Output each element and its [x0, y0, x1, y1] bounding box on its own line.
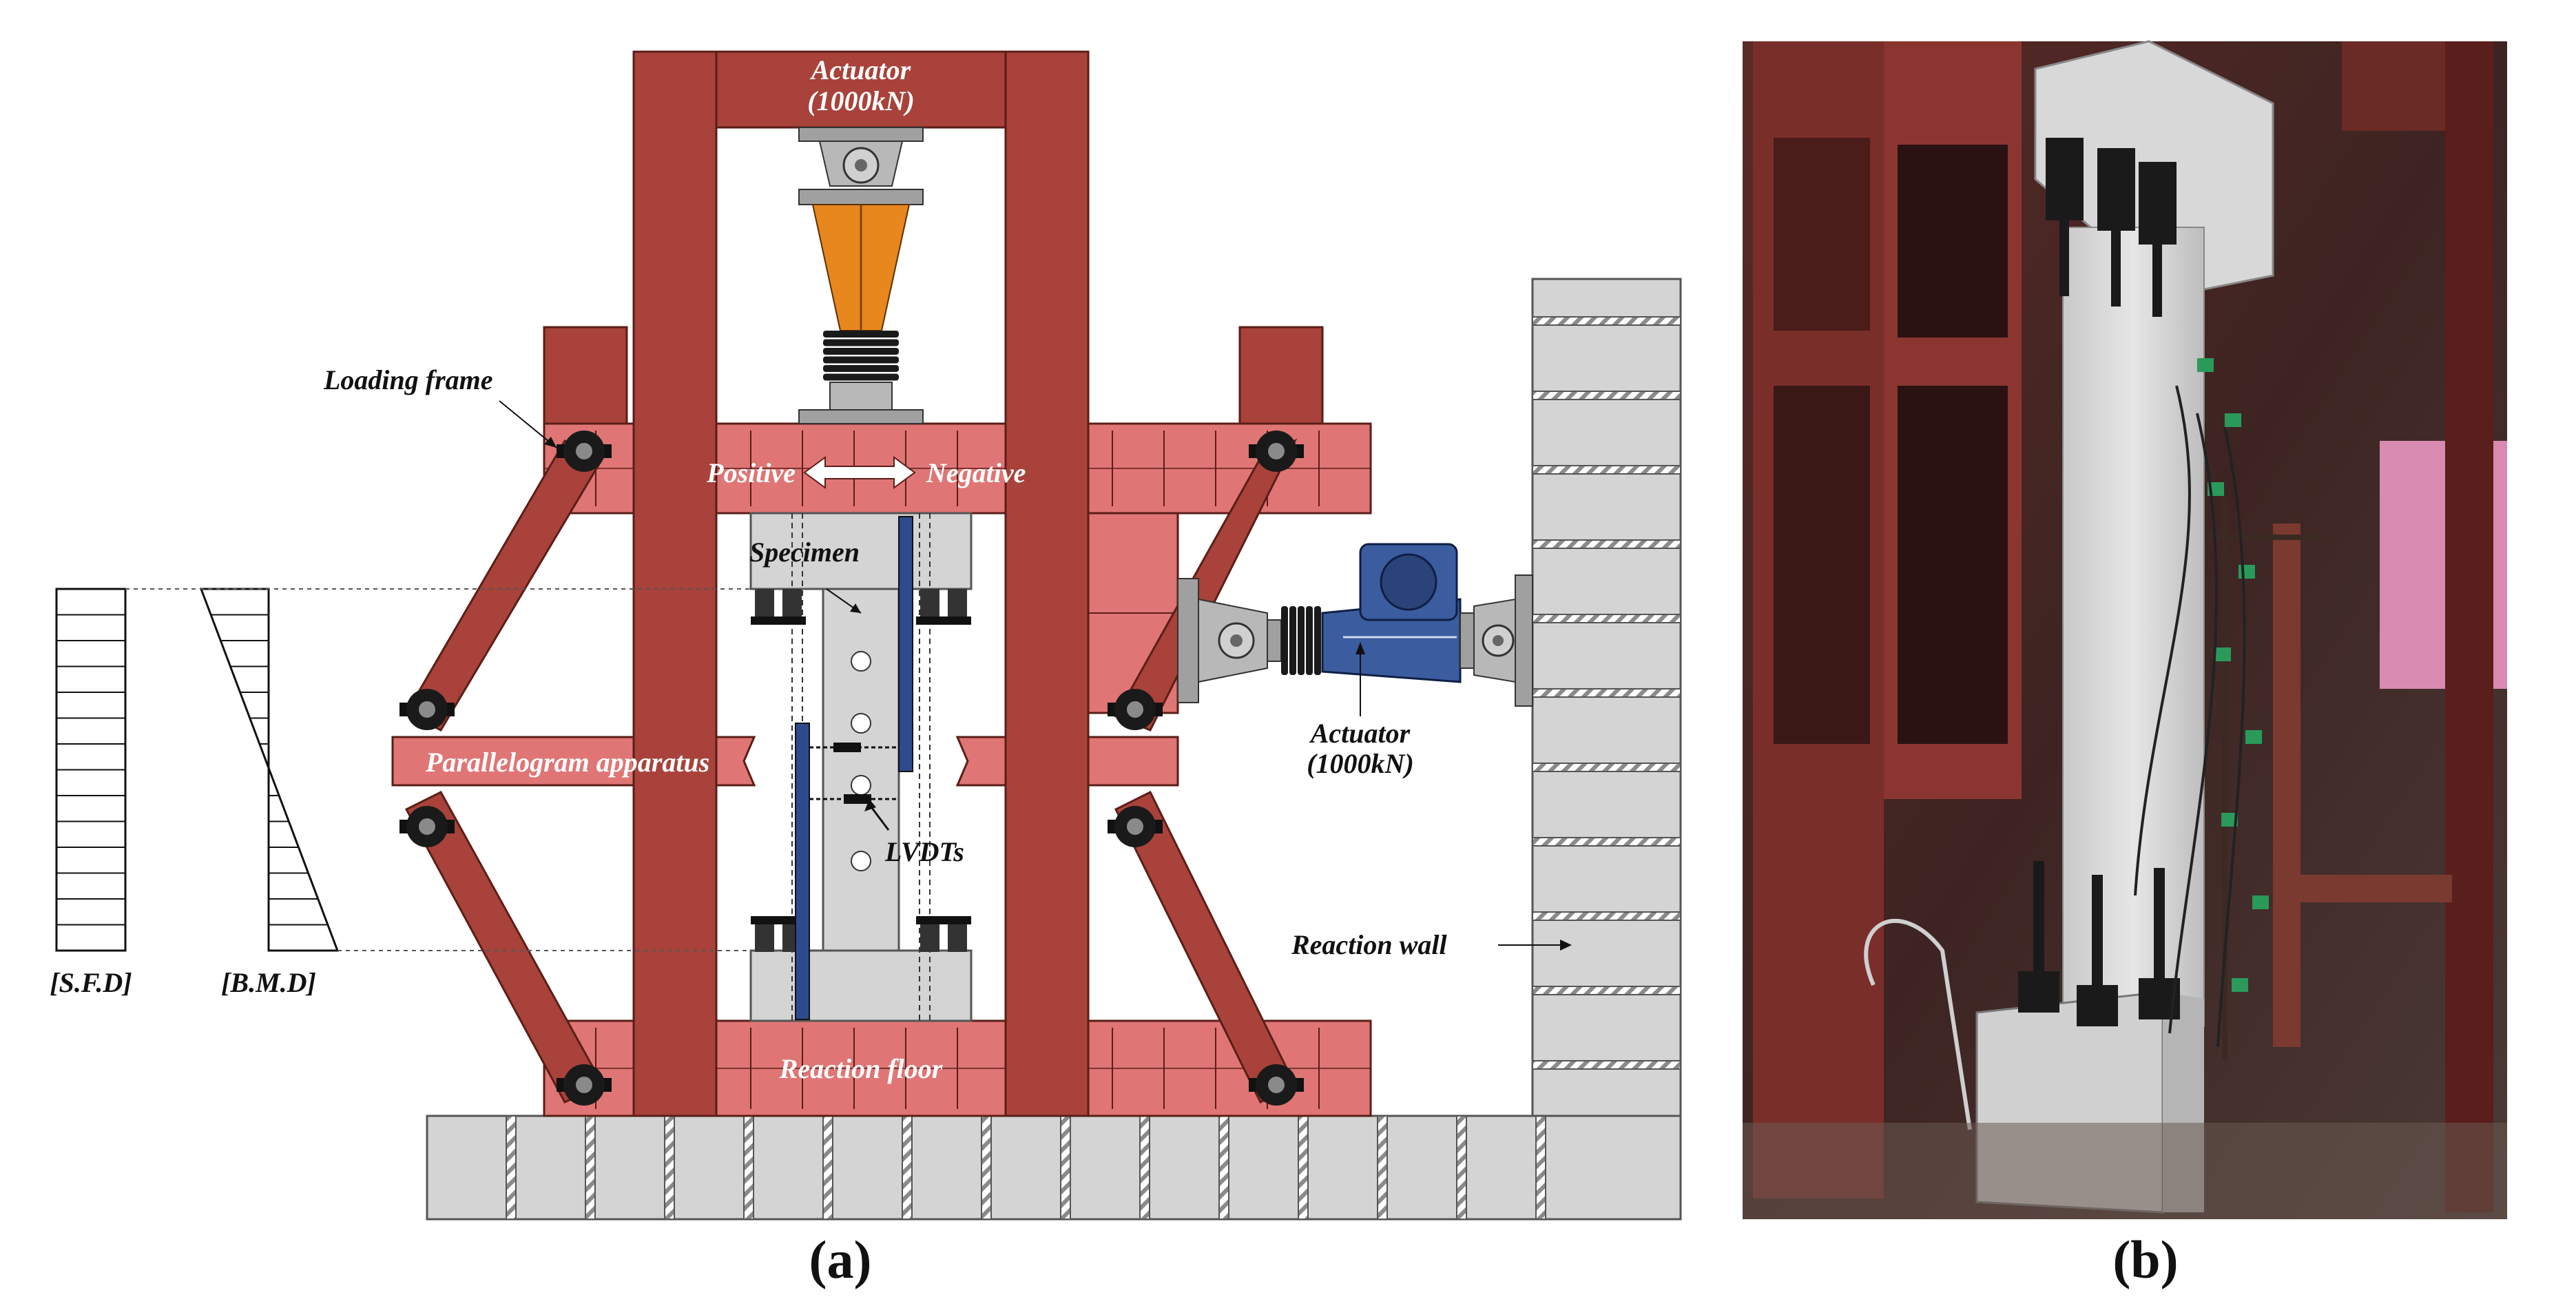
- actuator-top-capacity: (1000kN): [807, 85, 915, 116]
- frame-crosshead: [715, 50, 1007, 129]
- hinge-pins: [399, 431, 1304, 1106]
- schematic-panel-a: Actuator (1000kN) Loading frame Positive…: [50, 50, 1682, 1289]
- shear-force-diagram: [55, 588, 127, 952]
- loading-frame-label: Loading frame: [323, 364, 493, 395]
- sfd-label: [S.F.D]: [50, 967, 132, 998]
- specimen: [749, 512, 973, 1022]
- lvdt-instrumentation: [795, 516, 913, 1020]
- lvdts-label: LVDTs: [884, 836, 964, 867]
- actuator-bellows: [823, 331, 899, 381]
- photo-panel-b: (b): [1743, 40, 2507, 1289]
- specimen-label: Specimen: [749, 537, 860, 568]
- parallelogram-label: Parallelogram apparatus: [425, 747, 709, 778]
- reaction-floor-label: Reaction floor: [779, 1053, 943, 1084]
- negative-label: Negative: [926, 457, 1026, 488]
- loading-frame-block-left: [543, 326, 628, 425]
- anchor-bolts: [751, 589, 971, 952]
- caption-b: (b): [2112, 1230, 2178, 1289]
- bmd-label: [B.M.D]: [221, 967, 316, 998]
- actuator-top-label: Actuator: [809, 54, 911, 85]
- reaction-wall-label: Reaction wall: [1291, 929, 1447, 960]
- horizontal-actuator: [1177, 543, 1533, 707]
- photo-column: [2062, 227, 2205, 1027]
- strong-floor: [426, 1115, 1682, 1221]
- frame-column-left: [632, 50, 718, 1117]
- actuator-side-label: Actuator: [1309, 718, 1411, 749]
- actuator-side-capacity: (1000kN): [1307, 748, 1414, 779]
- reaction-wall: [1531, 278, 1682, 1117]
- frame-column-right: [1004, 50, 1090, 1117]
- vertical-actuator: [798, 127, 924, 424]
- horizontal-actuator-bellows: [1281, 606, 1321, 675]
- floor-hatched-joints: [506, 1115, 1546, 1220]
- loading-frame-block-right: [1238, 326, 1324, 425]
- caption-a: (a): [809, 1230, 872, 1289]
- positive-label: Positive: [706, 457, 796, 488]
- loading-frame-leader: [499, 400, 557, 448]
- loading-direction-arrow: [803, 456, 916, 489]
- bending-moment-diagram: [199, 588, 340, 952]
